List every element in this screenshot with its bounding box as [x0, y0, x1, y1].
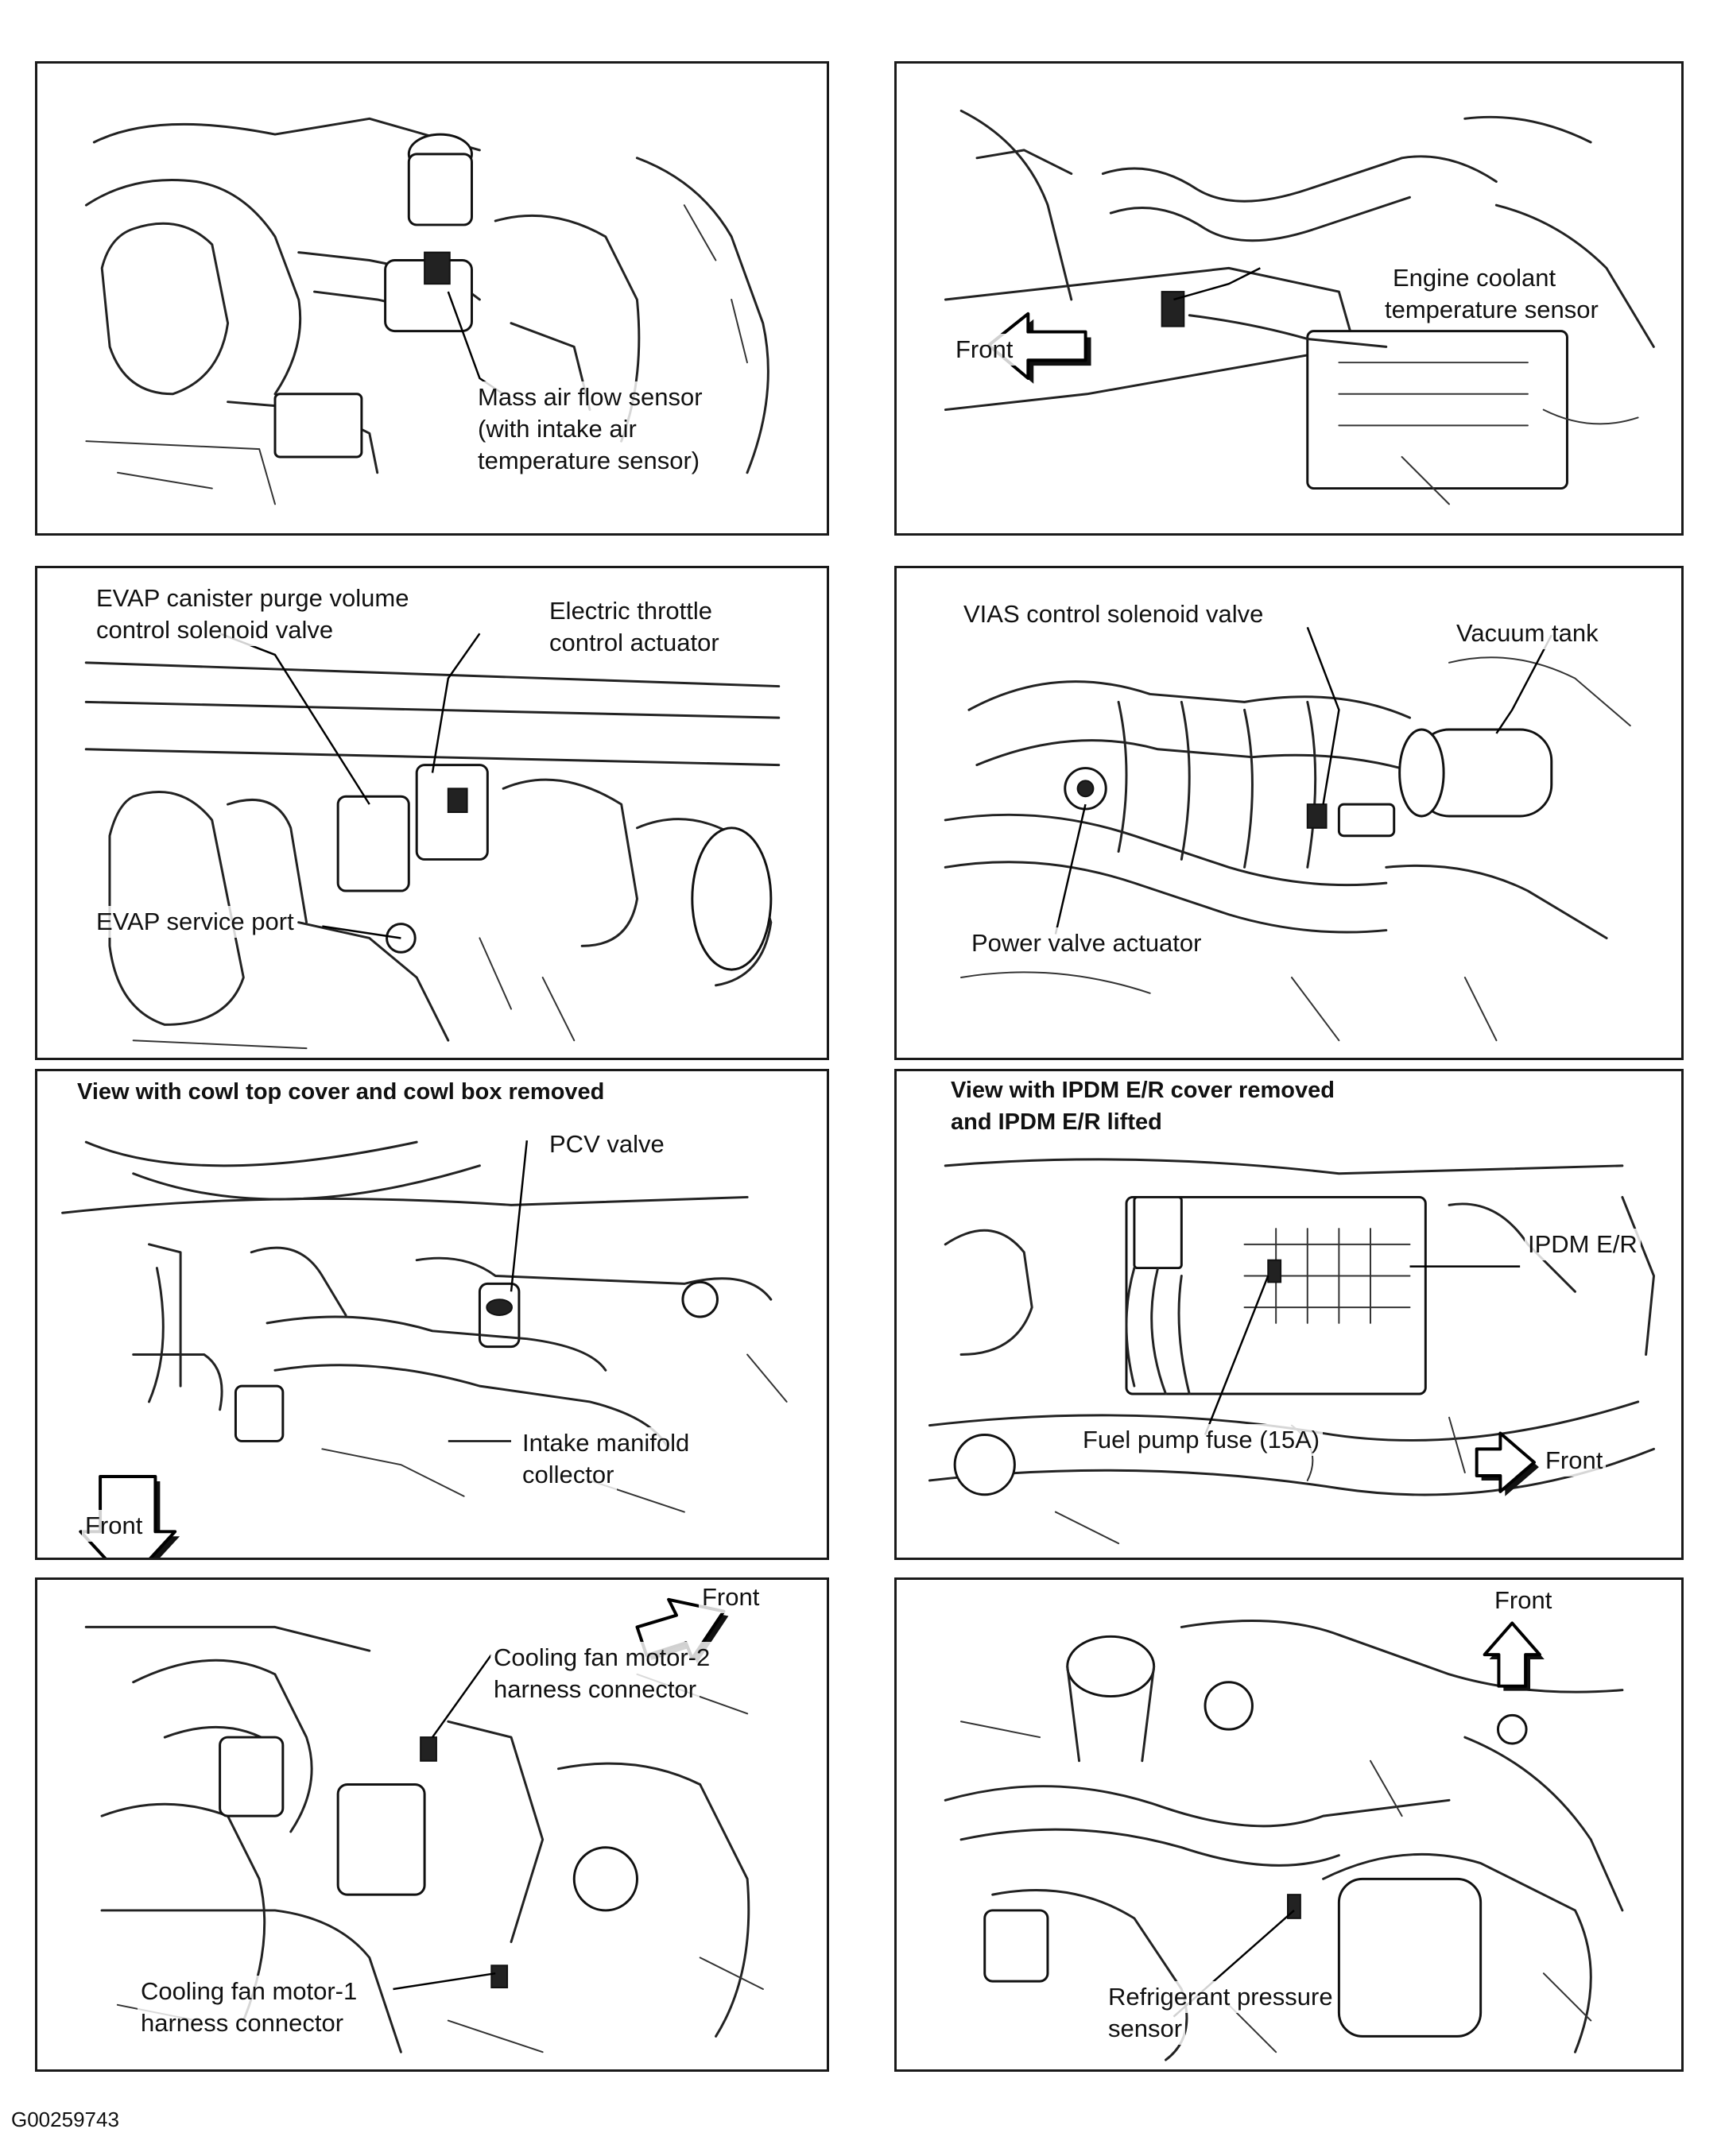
label-intake-manifold-2: collector [519, 1459, 618, 1491]
engine-illustration-pcv [61, 1140, 788, 1558]
label-front-ect: Front [952, 334, 1017, 366]
label-fuel-pump-fuse: Fuel pump fuse (15A) [1080, 1424, 1324, 1456]
label-mass-air-flow-sensor-1: Mass air flow sensor [475, 381, 706, 413]
panel-cooling-fan: Front Cooling fan motor-2 harness connec… [35, 1577, 829, 2072]
label-vias-solenoid: VIAS control solenoid valve [960, 598, 1267, 630]
engine-illustration-ipdm [928, 1158, 1655, 1545]
label-cooling-fan-motor-2-1: Cooling fan motor-2 [490, 1642, 714, 1674]
label-vacuum-tank: Vacuum tank [1453, 617, 1602, 649]
label-front-refrigerant: Front [1491, 1585, 1556, 1616]
panel-mass-air-flow-sensor: Mass air flow sensor (with intake air te… [35, 61, 829, 536]
panel-vias: VIAS control solenoid valve Vacuum tank … [894, 566, 1684, 1060]
label-engine-coolant-1: Engine coolant [1390, 262, 1560, 294]
label-electric-throttle-1: Electric throttle [546, 595, 716, 627]
panel-engine-coolant-temperature-sensor: Engine coolant temperature sensor Front [894, 61, 1684, 536]
label-mass-air-flow-sensor-3: temperature sensor) [475, 445, 704, 477]
label-evap-purge-2: control solenoid valve [93, 614, 337, 646]
label-cooling-fan-motor-1-2: harness connector [138, 2007, 347, 2039]
figure-code: G00259743 [11, 2108, 119, 2131]
label-power-valve-actuator: Power valve actuator [968, 927, 1205, 959]
label-electric-throttle-2: control actuator [546, 627, 723, 659]
label-engine-coolant-2: temperature sensor [1382, 294, 1602, 326]
panel-header-ipdm-1: View with IPDM E/R cover removed [948, 1074, 1338, 1106]
panel-header-cowl: View with cowl top cover and cowl box re… [74, 1076, 608, 1108]
engine-illustration-maf [84, 117, 769, 505]
label-mass-air-flow-sensor-2: (with intake air [475, 413, 640, 445]
label-cooling-fan-motor-1-1: Cooling fan motor-1 [138, 1976, 361, 2007]
panel-header-ipdm-2: and IPDM E/R lifted [948, 1106, 1165, 1138]
label-front-ipdm: Front [1542, 1445, 1607, 1477]
panel-evap: EVAP canister purge volume control solen… [35, 566, 829, 1060]
label-intake-manifold-1: Intake manifold [519, 1427, 693, 1459]
engine-illustration-evap [84, 633, 781, 1050]
label-pcv-valve: PCV valve [546, 1128, 668, 1160]
panel-ipdm: View with IPDM E/R cover removed and IPD… [894, 1069, 1684, 1560]
panel-pcv-valve: View with cowl top cover and cowl box re… [35, 1069, 829, 1560]
label-evap-purge-1: EVAP canister purge volume [93, 583, 413, 614]
label-refrigerant-pressure-1: Refrigerant pressure [1105, 1981, 1336, 2013]
engine-illustration-vias [944, 626, 1631, 1042]
label-front-fan: Front [699, 1581, 763, 1613]
engine-illustration-refrigerant [944, 1620, 1624, 2061]
label-evap-service-port: EVAP service port [93, 906, 297, 938]
panel-refrigerant-pressure-sensor: Front Refrigerant pressure sensor [894, 1577, 1684, 2072]
label-cooling-fan-motor-2-2: harness connector [490, 1674, 700, 1705]
label-ipdm-er: IPDM E/R [1525, 1229, 1641, 1260]
label-refrigerant-pressure-2: sensor [1105, 2013, 1186, 2045]
engine-illustration-ect [944, 109, 1655, 505]
label-front-pcv: Front [82, 1510, 146, 1542]
